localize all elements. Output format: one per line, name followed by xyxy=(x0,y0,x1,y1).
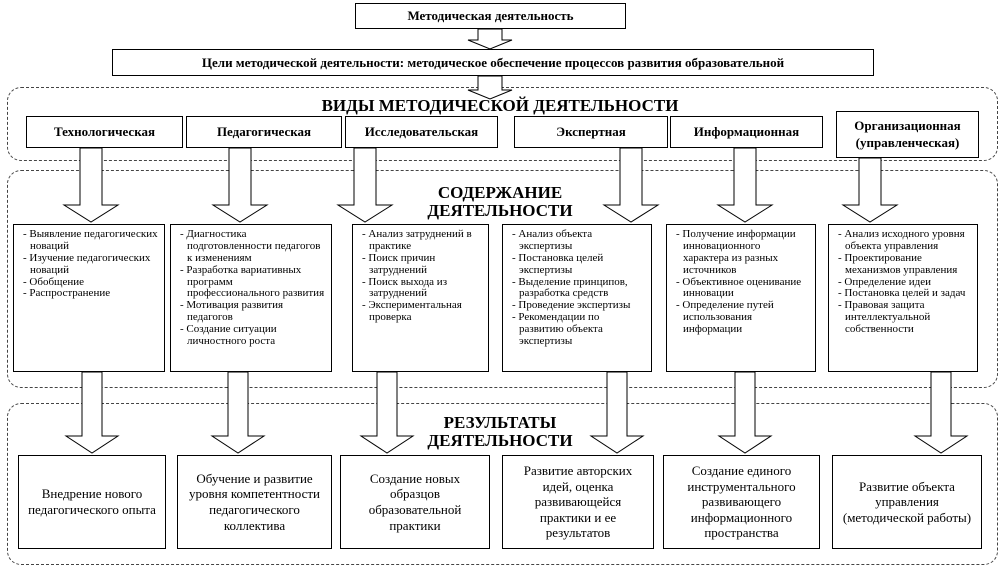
result-box-research: Создание новых образцов образовательной … xyxy=(340,455,490,549)
content-item: Выявление педагогических новаций xyxy=(23,228,158,253)
type-box-informational: Информационная xyxy=(670,116,823,148)
content-item: Правовая защита интеллектуальной собстве… xyxy=(838,299,971,336)
content-box-research: Анализ затруднений в практике Поиск прич… xyxy=(352,224,489,372)
content-item: Поиск причин затруднений xyxy=(362,252,482,277)
content-item: Экспериментальная проверка xyxy=(362,299,482,324)
result-box-pedagogical: Обучение и развитие уровня компетентност… xyxy=(177,455,332,549)
content-item: Рекомендации по развитию объекта эксперт… xyxy=(512,311,645,348)
content-item: Анализ объекта экспертизы xyxy=(512,228,645,253)
diagram-title: Методическая деятельность xyxy=(355,3,626,29)
goal-box: Цели методической деятельности: методиче… xyxy=(112,49,874,76)
arrow-type-content-1 xyxy=(62,147,120,223)
content-item: Мотивация развития педагогов xyxy=(180,299,325,324)
arrow-type-content-2 xyxy=(211,147,269,223)
results-heading-line2: ДЕЯТЕЛЬНОСТИ xyxy=(427,430,573,450)
content-item: Поиск выхода из затруднений xyxy=(362,276,482,301)
content-item: Разработка вариативных программ професси… xyxy=(180,264,325,301)
arrow-content-result-5 xyxy=(717,371,773,454)
content-group-frame xyxy=(7,170,998,388)
results-group-frame xyxy=(7,403,998,565)
content-item: Диагностика подготовленности педагогов к… xyxy=(180,228,325,265)
types-heading: ВИДЫ МЕТОДИЧЕСКОЙ ДЕЯТЕЛЬНОСТИ xyxy=(321,96,679,115)
arrow-content-result-3 xyxy=(359,371,415,454)
content-item: Изучение педагогических новаций xyxy=(23,252,158,277)
content-item: Определение путей использования информац… xyxy=(676,299,809,336)
result-box-technological: Внедрение нового педагогического опыта xyxy=(18,455,166,549)
content-item: Анализ исходного уровня объекта управлен… xyxy=(838,228,971,253)
content-heading-line2: ДЕЯТЕЛЬНОСТИ xyxy=(427,200,573,220)
content-item: Анализ затруднений в практике xyxy=(362,228,482,253)
content-item: Постановка целей экспертизы xyxy=(512,252,645,277)
arrow-type-content-6 xyxy=(841,157,899,223)
type-box-organizational: Организационная (управленческая) xyxy=(836,111,979,158)
arrow-content-result-4 xyxy=(589,371,645,454)
results-heading: РЕЗУЛЬТАТЫ ДЕЯТЕЛЬНОСТИ xyxy=(380,414,620,450)
arrow-content-result-6 xyxy=(913,371,969,454)
content-box-technological: Выявление педагогических новаций Изучени… xyxy=(13,224,165,372)
type-box-research: Исследовательская xyxy=(345,116,498,148)
result-box-organizational: Развитие объекта управления (методическо… xyxy=(832,455,982,549)
content-item: Распространение xyxy=(23,287,158,300)
content-box-expert: Анализ объекта экспертизы Постановка цел… xyxy=(502,224,652,372)
type-box-expert: Экспертная xyxy=(514,116,668,148)
type-box-pedagogical: Педагогическая xyxy=(186,116,342,148)
result-box-expert: Развитие авторских идей, оценка развиваю… xyxy=(502,455,654,549)
content-item: Постановка целей и задач xyxy=(838,287,971,300)
content-box-pedagogical: Диагностика подготовленности педагогов к… xyxy=(170,224,332,372)
content-box-informational: Получение информации инновационного хара… xyxy=(666,224,816,372)
arrow-content-result-2 xyxy=(210,371,266,454)
content-item: Получение информации инновационного хара… xyxy=(676,228,809,277)
type-box-technological: Технологическая xyxy=(26,116,183,148)
results-heading-line1: РЕЗУЛЬТАТЫ xyxy=(443,413,557,432)
arrow-type-content-4 xyxy=(602,147,660,223)
arrow-goal-types xyxy=(467,75,513,100)
content-item: Проектирование механизмов управления xyxy=(838,252,971,277)
content-heading-line1: СОДЕРЖАНИЕ xyxy=(437,183,563,202)
result-box-informational: Создание единого инструментального разви… xyxy=(663,455,820,549)
arrow-content-result-1 xyxy=(64,371,120,454)
arrow-type-content-5 xyxy=(716,147,774,223)
content-box-organizational: Анализ исходного уровня объекта управлен… xyxy=(828,224,978,372)
content-item: Обобщение xyxy=(23,276,158,289)
content-item: Проведение экспертизы xyxy=(512,299,645,312)
content-heading: СОДЕРЖАНИЕ ДЕЯТЕЛЬНОСТИ xyxy=(380,184,620,220)
content-item: Создание ситуации личностного роста xyxy=(180,323,325,348)
arrow-type-content-3 xyxy=(336,147,394,223)
arrow-title-goal xyxy=(467,28,513,50)
content-item: Объективное оценивание инновации xyxy=(676,276,809,301)
content-item: Выделение принципов, разработка средств xyxy=(512,276,645,301)
content-item: Определение идеи xyxy=(838,276,971,289)
